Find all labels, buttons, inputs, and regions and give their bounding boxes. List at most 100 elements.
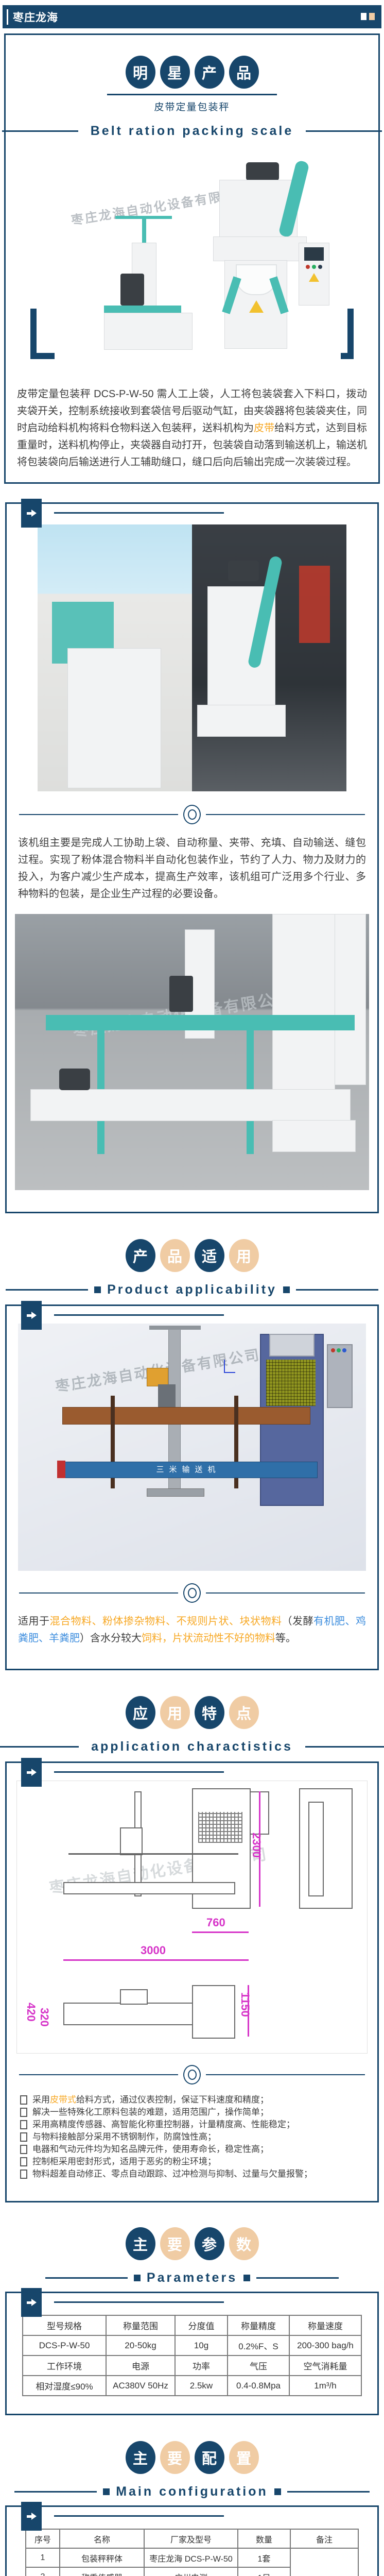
cad-beam — [62, 1407, 310, 1425]
badge-circle: 明 — [125, 56, 155, 89]
cad-conveyor: 三米输送机 — [59, 1462, 318, 1478]
badge-circle: 星 — [160, 56, 190, 89]
feature-item: 物料超差自动修正、零点自动跟踪、过冲检测与抑制、过量与欠量报警； — [20, 2168, 364, 2180]
cad-cabinet — [327, 1344, 353, 1408]
table-cell: 1m³/h — [289, 2375, 362, 2396]
divider-circle-icon — [183, 2065, 201, 2084]
arrow-icon — [26, 510, 37, 517]
table-cell: 相对湿度≤90% — [22, 2375, 107, 2396]
table-cell: DCS-P-W-50 — [22, 2335, 107, 2356]
section-heading-row: Main configuration — [0, 2484, 384, 2499]
machine-base — [272, 1120, 356, 1152]
cad-render-image: 枣庄龙海自动化设备有限公司 三米输送机 — [18, 1324, 366, 1571]
machine-part — [142, 219, 146, 245]
section-title-en: Product applicability — [107, 1282, 277, 1297]
button-green — [337, 1348, 341, 1352]
badge-circle: 主 — [125, 2227, 155, 2260]
button-red — [306, 265, 310, 269]
machine-part — [67, 648, 161, 788]
section-badge-circles: 主要参数 — [0, 2227, 384, 2260]
badge-circle: 要 — [160, 2441, 190, 2474]
cad-hopper — [269, 1334, 315, 1357]
table-cell: 1套 — [237, 2548, 291, 2568]
table-cell: 广州电测 — [144, 2567, 238, 2576]
heading-line — [14, 2491, 97, 2493]
table-header-cell: 数量 — [237, 2529, 291, 2549]
machine-part — [115, 216, 172, 219]
overview-section: 该机组主要是完成人工协助上袋、自动称量、夹带、充填、自动输送、缝包过程。实现了粉… — [5, 499, 379, 1213]
table-header-row: 序号名称厂家及型号数量备注 — [25, 2529, 359, 2549]
badge-circle: 产 — [125, 1239, 155, 1272]
bullet-icon — [20, 2170, 27, 2179]
drawing-hatch-panel — [198, 1812, 242, 1843]
table-cell: 功率 — [174, 2355, 228, 2376]
hero-badge-circles: 明星产品 — [6, 56, 378, 89]
machine-part — [246, 162, 279, 181]
feature-item: 控制柜采用密封形式，适用于恶劣的粉尘环境； — [20, 2156, 364, 2168]
section-title-en: application charactistics — [91, 1739, 293, 1754]
table-cell: 1只 — [237, 2567, 291, 2576]
product-description: 皮带定量包装秤 DCS-P-W-50 需人工上袋，人工将包装袋套入下料口，拨动夹… — [17, 386, 367, 471]
section-tab — [21, 499, 42, 528]
section-tab — [21, 1758, 42, 1787]
badge-circle: 参 — [194, 2227, 224, 2260]
heading-line — [305, 1746, 384, 1748]
drawing-bottom-tower — [192, 1985, 235, 2039]
text-part: （发酵 — [282, 1616, 314, 1627]
feature-text: 采用皮带式给料方式，通过仪表控制，保证下料速度和精度； — [32, 2094, 269, 2106]
badge-circle: 品 — [229, 56, 259, 89]
tab-line — [54, 1771, 224, 1773]
feature-item: 采用高精度传感器、高智能化称重控制器，计量精度高、性能稳定； — [20, 2119, 364, 2131]
applicability-section: 枣庄龙海自动化设备有限公司 三米输送机 — [5, 1301, 379, 1670]
table-header-cell: 备注 — [290, 2529, 359, 2549]
bullet-icon — [20, 2120, 27, 2129]
warning-triangle-icon — [309, 273, 319, 282]
section-heading-row: application charactistics — [0, 1739, 384, 1754]
table-cell: 电源 — [106, 2355, 176, 2376]
overview-paragraph: 该机组主要是完成人工协助上袋、自动称量、夹带、充填、自动输送、缝包过程。实现了粉… — [18, 837, 366, 900]
text-part: 皮带定量包装秤 DCS-P-W-50 需人工上袋，人工将包装袋套入下料口，拨动夹… — [17, 388, 367, 434]
table-cell: 0.4-0.8Mpa — [227, 2375, 290, 2396]
tab-line — [54, 512, 224, 514]
circle-divider — [19, 1583, 365, 1603]
conveyor-body — [30, 1089, 351, 1121]
text-part: 有机肥、鸡粪肥、羊粪肥 — [18, 1616, 366, 1644]
control-cabinet — [334, 914, 366, 1085]
button-green — [312, 265, 316, 269]
feature-item: 解决一些特殊化工原料包装的难题，适用范围广，操作简单； — [20, 2106, 364, 2119]
table-cell: 1 — [25, 2548, 60, 2568]
square-icon — [274, 2488, 281, 2495]
circle-divider — [19, 2065, 365, 2084]
table-header-cell: 名称 — [59, 2529, 145, 2549]
text-part: ）含水分较大 — [80, 1633, 142, 1644]
heading-line — [295, 1289, 378, 1291]
text-part: 采用高精度传感器、高智能化称重控制器，计量精度高、性能稳定； — [32, 2120, 295, 2129]
square-icon — [133, 2275, 141, 2281]
text-part: 采用 — [32, 2095, 50, 2105]
arrow-icon — [26, 1312, 37, 1319]
feature-text: 解决一些特殊化工原料包装的难题，适用范围广，操作简单； — [32, 2106, 269, 2119]
text-part: 饲料，片状流动性不好的物料 — [142, 1633, 275, 1644]
section-title-en: Main configuration — [116, 2484, 268, 2499]
table-note-cell: 物料接触部分为 304 不锈钢材质，PVC。 — [290, 2548, 359, 2576]
cad-grid-panel — [266, 1360, 316, 1406]
motor — [59, 1069, 90, 1090]
text-part: 物料超差自动修正、零点自动跟踪、过冲检测与抑制、过量与欠量报警； — [32, 2169, 312, 2179]
section-badge-circles: 产品适用 — [0, 1239, 384, 1272]
button-dark — [318, 265, 322, 269]
dimension-line — [259, 1791, 260, 1907]
text-part: 给料方式，通过仪表控制，保证下料速度和精度； — [76, 2095, 269, 2105]
feature-item: 与物料接触部分采用不锈钢制作，防腐蚀性高； — [20, 2131, 364, 2143]
header-bar: 枣庄龙海 — [3, 5, 381, 28]
arrow-icon — [26, 1769, 37, 1776]
hero-section: 明星产品 皮带定量包装秤 Belt ration packing scale 枣… — [2, 33, 382, 484]
section-heading-row: Parameters — [0, 2270, 384, 2285]
arrow-icon — [26, 2513, 37, 2520]
table-header-cell: 序号 — [25, 2529, 60, 2549]
section-badge-circles: 主要配置 — [0, 2441, 384, 2474]
applicability-text: 适用于混合物料、粉体掺杂物料、不规则片状、块状物料（发酵有机肥、鸡粪肥、羊粪肥）… — [18, 1613, 366, 1647]
feature-text: 采用高精度传感器、高智能化称重控制器，计量精度高、性能稳定； — [32, 2119, 295, 2131]
machine-part — [120, 274, 144, 306]
